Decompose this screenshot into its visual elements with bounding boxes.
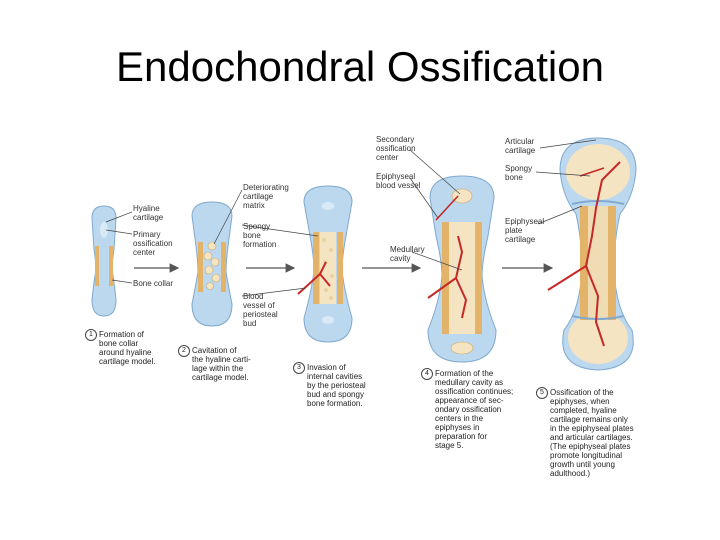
label-primary-ossification-center: Primary ossification center bbox=[133, 230, 173, 257]
slide-title: Endochondral Ossification bbox=[116, 43, 604, 90]
step-caption-2: Cavitation of the hyaline carti- lage wi… bbox=[192, 346, 251, 382]
bone-stage-1 bbox=[91, 205, 117, 317]
label-epiphyseal-plate-cartilage: Epiphyseal plate cartilage bbox=[505, 217, 545, 244]
label-epiphyseal-blood-vessel: Epiphyseal blood vessel bbox=[376, 172, 421, 190]
step-number-2: 2 bbox=[178, 345, 190, 357]
step-caption-4: Formation of the medullary cavity as oss… bbox=[435, 369, 514, 450]
bone-stage-2 bbox=[191, 201, 233, 327]
step-number-3: 3 bbox=[293, 362, 305, 374]
label-blood-vessel-periosteal-bud: Blood vessel of periosteal bud bbox=[243, 292, 278, 328]
label-deteriorating-cartilage-matrix: Deteriorating cartilage matrix bbox=[243, 183, 289, 210]
step-number-5: 5 bbox=[536, 387, 548, 399]
leader-lines bbox=[105, 139, 597, 297]
label-bone-collar: Bone collar bbox=[133, 279, 174, 288]
step-number-1: 1 bbox=[85, 329, 97, 341]
step-caption-5: Ossification of the epiphyses, when comp… bbox=[550, 388, 634, 478]
label-medullary-cavity: Medullary cavity bbox=[390, 245, 425, 263]
label-spongy-bone-formation: Spongy bone formation bbox=[243, 222, 277, 249]
bone-stage-4 bbox=[427, 175, 497, 363]
step-caption-1: Formation of bone collar around hyaline … bbox=[99, 330, 156, 366]
step-caption-3: Invasion of internal cavities by the per… bbox=[307, 363, 366, 408]
step-number-4: 4 bbox=[421, 368, 433, 380]
label-hyaline-cartilage: Hyaline cartilage bbox=[133, 204, 164, 222]
bone-stage-3 bbox=[297, 185, 353, 343]
label-spongy-bone: Spongy bone bbox=[505, 164, 533, 182]
label-secondary-ossification-center: Secondary ossification center bbox=[376, 135, 416, 162]
bone-stage-5 bbox=[547, 137, 637, 371]
label-articular-cartilage: Articular cartilage bbox=[505, 137, 536, 155]
